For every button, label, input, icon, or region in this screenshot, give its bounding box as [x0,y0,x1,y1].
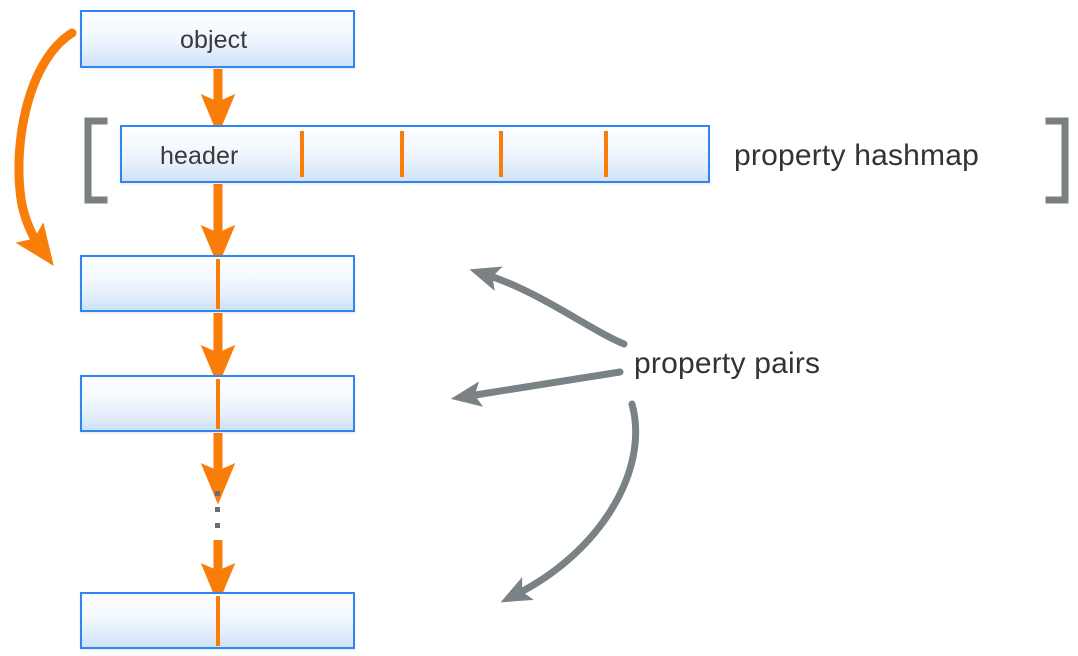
gray-arrow-to-pair1 [469,266,628,348]
orange-link-through-pair2 [216,379,220,429]
box-header-label: header [160,142,239,170]
right-bracket [1045,117,1069,204]
box-object[interactable] [80,10,355,68]
gray-arrow-to-pairN [500,400,640,603]
header-tick-4 [604,131,608,177]
left-bracket [84,117,108,204]
header-tick-1 [300,131,304,177]
property-pairs-label: property pairs [634,347,821,380]
ellipsis-dot-1 [215,491,220,496]
orange-link-through-pair1 [216,259,220,309]
header-tick-2 [400,131,404,177]
property-hashmap-label: property hashmap [734,139,980,172]
box-object-label: object [180,26,248,54]
orange-link-through-pairN [216,596,220,646]
curved-orange-arrow-object-to-pair1 [14,28,77,266]
ellipsis-dot-2 [215,507,220,512]
box-header[interactable] [120,125,710,183]
gray-arrow-to-pair2 [450,368,624,407]
header-tick-3 [499,131,503,177]
ellipsis-dot-3 [215,523,220,528]
